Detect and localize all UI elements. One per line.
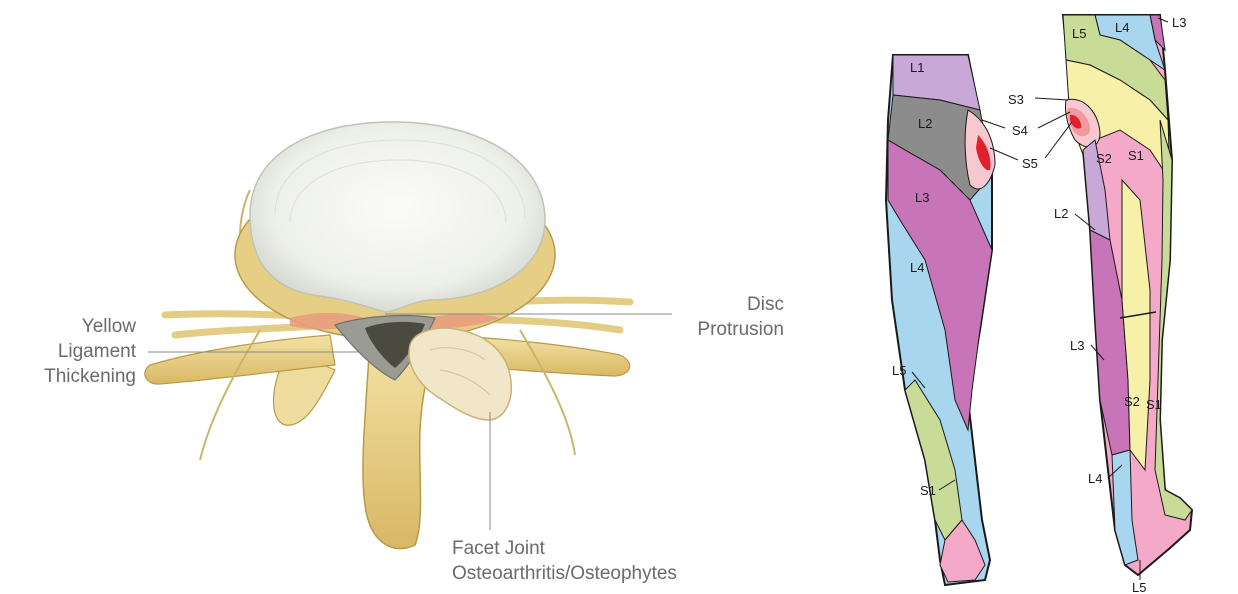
front-label-l1: L1 [910, 60, 924, 75]
back-label-l2: L2 [1054, 206, 1068, 221]
back-label-s1-top: S1 [1128, 148, 1144, 163]
back-label-s2-top: S2 [1096, 151, 1112, 166]
back-label-l5-bottom: L5 [1132, 580, 1146, 594]
callout-label-s5: S5 [1022, 156, 1038, 171]
callout-label-s4: S4 [1012, 123, 1028, 138]
back-label-l3: L3 [1070, 338, 1084, 353]
back-label-s1-lower: S1 [1146, 397, 1162, 412]
front-label-s1: S1 [920, 483, 936, 498]
callout-label-s3: S3 [1008, 92, 1024, 107]
s4-leader [1038, 112, 1070, 128]
back-label-l3-top: L3 [1172, 15, 1186, 30]
back-leg [1063, 15, 1192, 575]
back-label-l4-lower: L4 [1088, 471, 1102, 486]
back-label-l5-top: L5 [1072, 26, 1086, 41]
back-label-s2-lower: S2 [1124, 394, 1140, 409]
front-label-l5: L5 [892, 363, 906, 378]
front-label-l3: L3 [915, 190, 929, 205]
front-leg [886, 55, 995, 585]
back-label-l4-top: L4 [1115, 20, 1129, 35]
s3-leader [1035, 98, 1068, 100]
front-label-l2: L2 [918, 116, 932, 131]
front-label-l4: L4 [910, 260, 924, 275]
s5-leader [1045, 122, 1072, 158]
